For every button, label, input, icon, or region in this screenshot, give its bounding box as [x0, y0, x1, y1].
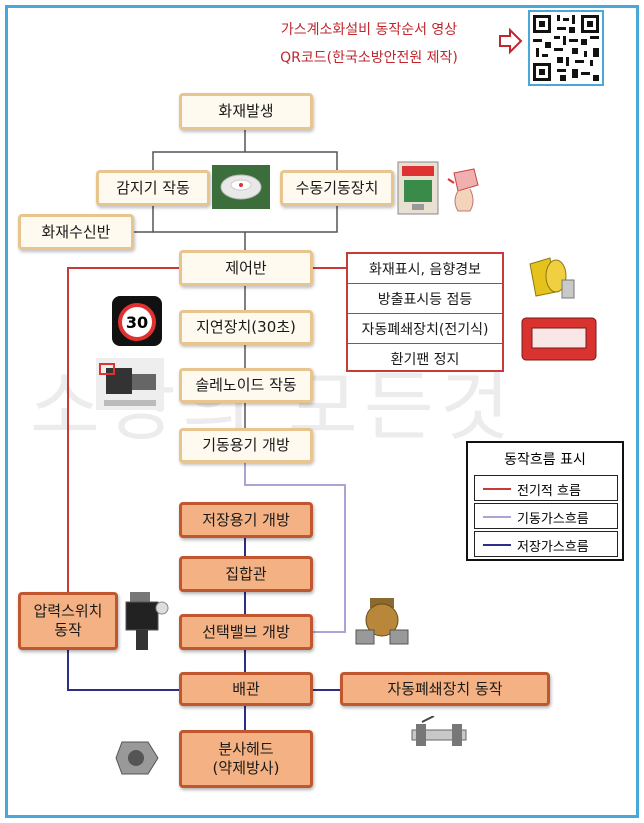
control-output-item: 자동폐쇄장치(전기식) — [348, 314, 502, 344]
detector-box: 감지기 작동 — [96, 170, 210, 206]
legend-item-storage-gas: 저장가스흐름 — [474, 531, 618, 557]
manual-station-icon — [397, 161, 439, 215]
control-output-item: 방출표시등 점등 — [348, 284, 502, 314]
fire-occurrence-box: 화재발생 — [179, 93, 313, 130]
legend-label: 전기적 흐름 — [517, 484, 581, 499]
legend-label: 저장가스흐름 — [517, 540, 589, 555]
control-output-item: 화재표시, 음향경보 — [348, 254, 502, 284]
delay-badge: 30 — [118, 303, 156, 341]
manual-start-box: 수동기동장치 — [280, 170, 394, 206]
legend-swatch-pilot-gas — [483, 516, 511, 518]
arrow-icon — [499, 27, 523, 55]
line-pilot-gas — [244, 463, 346, 633]
siren-icon — [529, 257, 575, 299]
qr-note-line2: QR코드(한국소방안전원 제작) — [280, 50, 458, 66]
pressure-switch-device-icon — [125, 592, 169, 650]
pilot-cylinder-box: 기동용기 개방 — [179, 428, 313, 463]
qr-code-icon — [533, 15, 599, 81]
qr-code-frame[interactable] — [528, 10, 604, 86]
nozzle-label: 분사헤드 (약제방사) — [212, 740, 280, 777]
qr-note-line1: 가스계소화설비 동작순서 영상 — [280, 22, 458, 38]
legend-item-pilot-gas: 기동가스흐름 — [474, 503, 618, 529]
manifold-box: 집합관 — [179, 556, 313, 592]
pressure-switch-label: 압력스위치 동작 — [33, 602, 103, 639]
line-electric-main — [67, 267, 179, 592]
line-manual-control — [245, 206, 338, 233]
nozzle-box: 분사헤드 (약제방사) — [179, 730, 313, 788]
hand-press-icon — [447, 168, 479, 212]
control-outputs-list: 화재표시, 음향경보 방출표시등 점등 자동폐쇄장치(전기식) 환기팬 정지 — [346, 252, 504, 372]
pressure-switch-box: 압력스위치 동작 — [18, 592, 118, 650]
legend-swatch-electric — [483, 488, 511, 490]
control-panel-box: 제어반 — [179, 250, 313, 286]
nozzle-device-icon — [115, 741, 159, 775]
line-storage-switch — [67, 650, 179, 691]
line-detector-control — [152, 206, 246, 250]
solenoid-box: 솔레노이드 작동 — [179, 368, 313, 403]
delay-device-box: 지연장치(30초) — [179, 310, 313, 345]
storage-cylinder-box: 저장용기 개방 — [179, 502, 313, 538]
qr-note: 가스계소화설비 동작순서 영상 QR코드(한국소방안전원 제작) — [246, 16, 492, 72]
selector-valve-box: 선택밸브 개방 — [179, 614, 313, 650]
delay-timer-icon: 30 — [112, 296, 162, 346]
legend-swatch-storage-gas — [483, 544, 511, 546]
pipe-box: 배관 — [179, 672, 313, 706]
line-fire-split — [152, 130, 246, 170]
legend-label: 기동가스흐름 — [517, 512, 589, 527]
legend-item-electric: 전기적 흐름 — [474, 475, 618, 501]
damper-device-icon — [411, 716, 467, 746]
control-output-item: 환기팬 정지 — [390, 352, 460, 368]
line-fire-manual — [245, 151, 338, 170]
selector-valve-device-icon — [355, 598, 409, 645]
fire-receiver-box: 화재수신반 — [18, 214, 134, 250]
legend: 동작흐름 표시 전기적 흐름 기동가스흐름 저장가스흐름 — [466, 441, 624, 561]
legend-title: 동작흐름 표시 — [504, 452, 586, 468]
smoke-detector-icon — [212, 165, 270, 209]
discharge-light-icon — [521, 317, 597, 361]
auto-damper-box: 자동폐쇄장치 동작 — [340, 672, 550, 706]
solenoid-icon — [96, 358, 164, 410]
